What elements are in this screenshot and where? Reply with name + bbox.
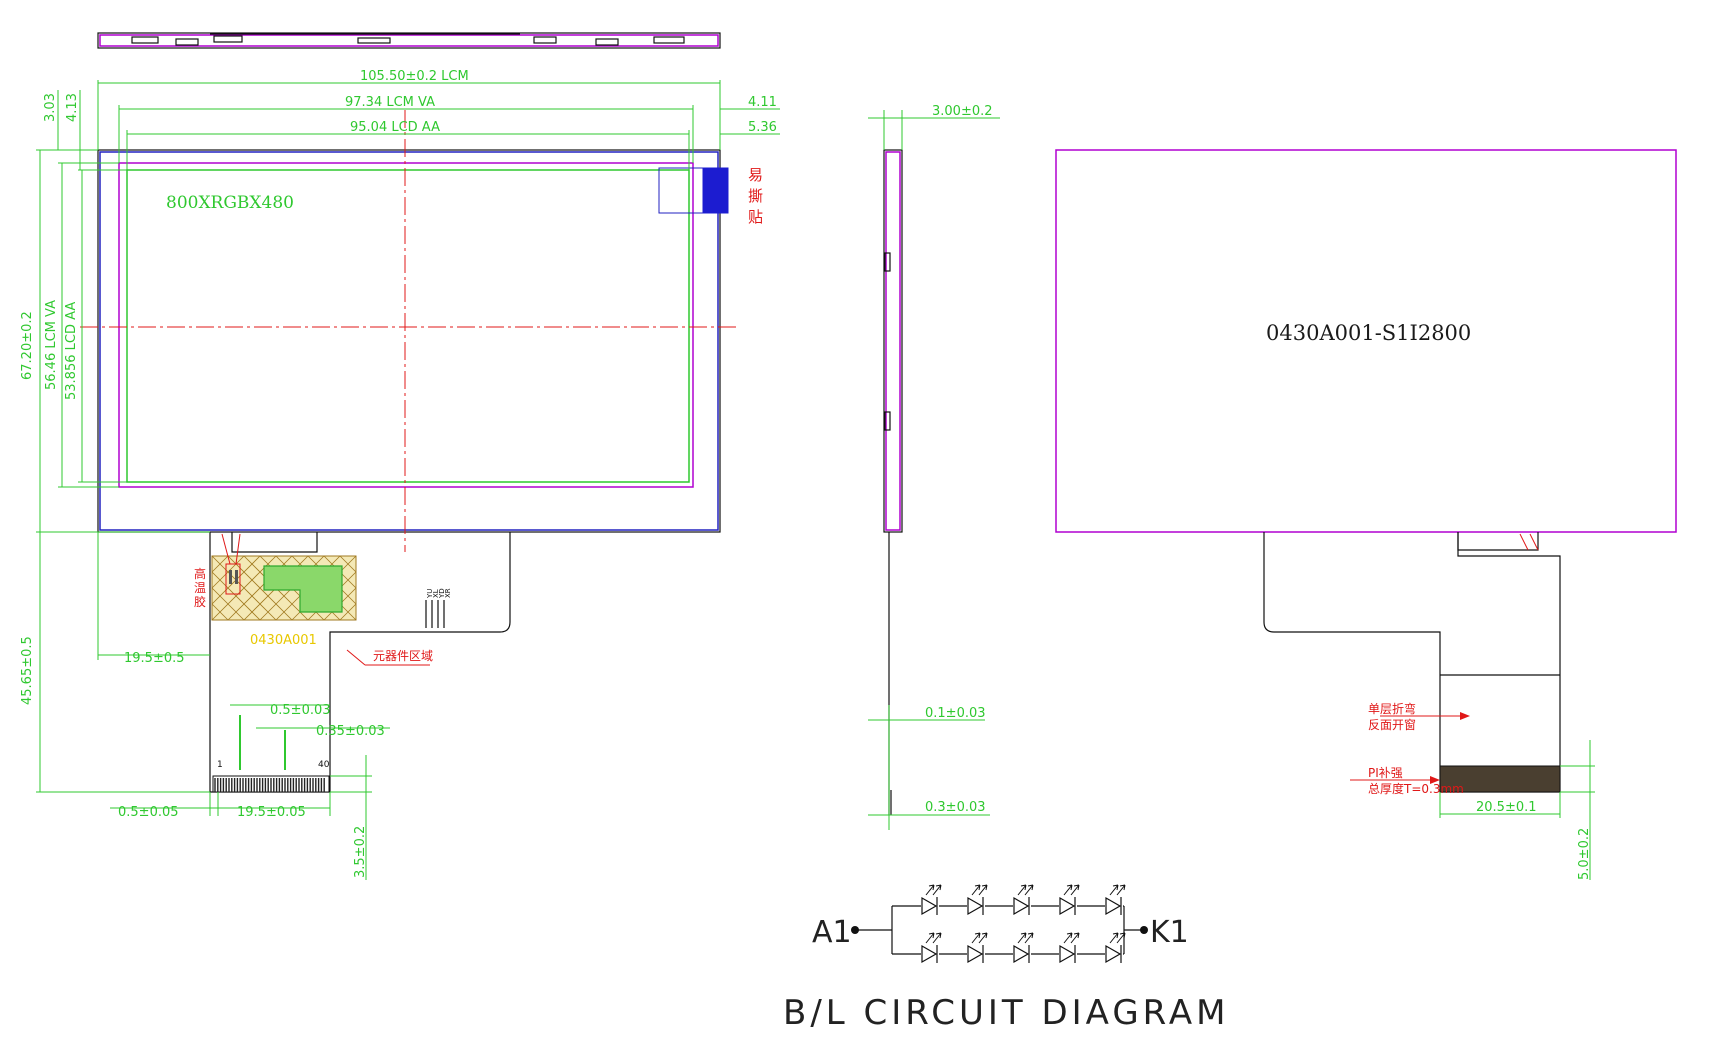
peel-label-3: 贴 bbox=[748, 208, 763, 226]
back-tail-length-label: 5.0±0.2 bbox=[1577, 828, 1592, 880]
height-va-label: 56.46 LCM VA bbox=[44, 300, 59, 390]
pi-note-1: PI补强 bbox=[1368, 766, 1403, 780]
front-dimension-lines bbox=[36, 80, 780, 880]
model-number: 0430A001-S1I2800 bbox=[1266, 321, 1471, 345]
led-diode-icon bbox=[967, 932, 988, 964]
fpc-length-label: 45.65±0.5 bbox=[20, 636, 35, 705]
led-diode-icon bbox=[1105, 932, 1126, 964]
pin-last-label: 40 bbox=[318, 760, 330, 770]
right-offset-2: 5.36 bbox=[748, 120, 777, 135]
touch-pin-yu: YU bbox=[426, 589, 434, 599]
width-va-label: 97.34 LCM VA bbox=[345, 95, 435, 110]
top-offset-2: 4.13 bbox=[65, 93, 80, 122]
bend-note-1: 单层折弯 bbox=[1368, 701, 1416, 716]
backlight-circuit bbox=[851, 884, 1148, 964]
led-diode-icon bbox=[1013, 884, 1034, 916]
height-lcm-label: 67.20±0.2 bbox=[20, 311, 35, 380]
fpc-offset-label: 19.5±0.5 bbox=[124, 651, 185, 666]
width-aa-label: 95.04 LCD AA bbox=[350, 120, 440, 135]
height-aa-label: 53.856 LCD AA bbox=[64, 302, 79, 400]
top-edge-view bbox=[97, 32, 721, 49]
cathode-label: K1 bbox=[1150, 915, 1189, 950]
led-diode-icon bbox=[921, 884, 942, 916]
side-stiffener-label: 0.3±0.03 bbox=[925, 800, 986, 815]
component-area-label: 元器件区域 bbox=[373, 649, 433, 663]
touch-pad-marks bbox=[425, 600, 445, 628]
circuit-title: B/L CIRCUIT DIAGRAM bbox=[783, 993, 1230, 1033]
side-thickness-label: 3.00±0.2 bbox=[932, 104, 993, 119]
led-diode-icon bbox=[921, 932, 942, 964]
pin-span-label: 19.5±0.05 bbox=[237, 805, 306, 820]
side-fpc-thickness-label: 0.1±0.03 bbox=[925, 706, 986, 721]
width-lcm-label: 105.50±0.2 LCM bbox=[360, 69, 469, 84]
back-tail-width-label: 20.5±0.1 bbox=[1476, 800, 1537, 815]
pi-note-2: 总厚度T=0.3mm bbox=[1368, 781, 1464, 796]
top-offset-1: 3.03 bbox=[43, 93, 58, 122]
pin-width-label: 0.35±0.03 bbox=[316, 724, 385, 739]
led-diode-icon bbox=[967, 884, 988, 916]
right-offset-1: 4.11 bbox=[748, 95, 777, 110]
touch-pin-xr: XR bbox=[444, 588, 452, 598]
side-view bbox=[868, 110, 1000, 830]
anode-label: A1 bbox=[812, 915, 852, 950]
hot-glue-label-2: 温 bbox=[194, 581, 206, 595]
peel-label-1: 易 bbox=[748, 166, 763, 184]
led-diode-icon bbox=[1105, 884, 1126, 916]
hot-glue-label-3: 胶 bbox=[194, 594, 206, 609]
led-diode-icon bbox=[1059, 932, 1080, 964]
pin-first-label: 1 bbox=[217, 760, 223, 770]
hot-glue-label-1: 高 bbox=[194, 566, 206, 581]
led-diode-icon bbox=[1059, 884, 1080, 916]
fpc-code-label: 0430A001 bbox=[250, 633, 317, 648]
tail-length-label: 3.5±0.2 bbox=[353, 826, 368, 878]
front-view bbox=[80, 110, 740, 793]
bend-note-2: 反面开窗 bbox=[1368, 718, 1416, 732]
back-view bbox=[1055, 149, 1677, 880]
touch-pin-xl: XL bbox=[432, 589, 440, 598]
led-diode-icon bbox=[1013, 932, 1034, 964]
pin-start-label: 0.5±0.05 bbox=[118, 805, 179, 820]
pin-pitch-label: 0.5±0.03 bbox=[270, 703, 331, 718]
touch-pin-yd: YD bbox=[438, 588, 446, 599]
peel-label-2: 撕 bbox=[748, 187, 763, 205]
resolution-label: 800XRGBX480 bbox=[166, 193, 294, 213]
